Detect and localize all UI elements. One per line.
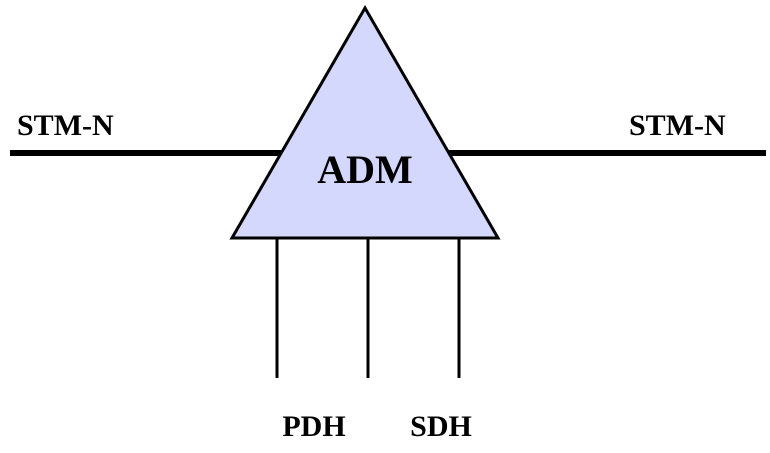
adm-label: ADM bbox=[317, 147, 413, 192]
stm-n-label-right: STM-N bbox=[629, 109, 726, 142]
stm-n-label-left: STM-N bbox=[17, 109, 114, 142]
sdh-label: SDH bbox=[410, 410, 472, 443]
adm-triangle bbox=[229, 5, 501, 240]
pdh-label: PDH bbox=[282, 410, 345, 443]
